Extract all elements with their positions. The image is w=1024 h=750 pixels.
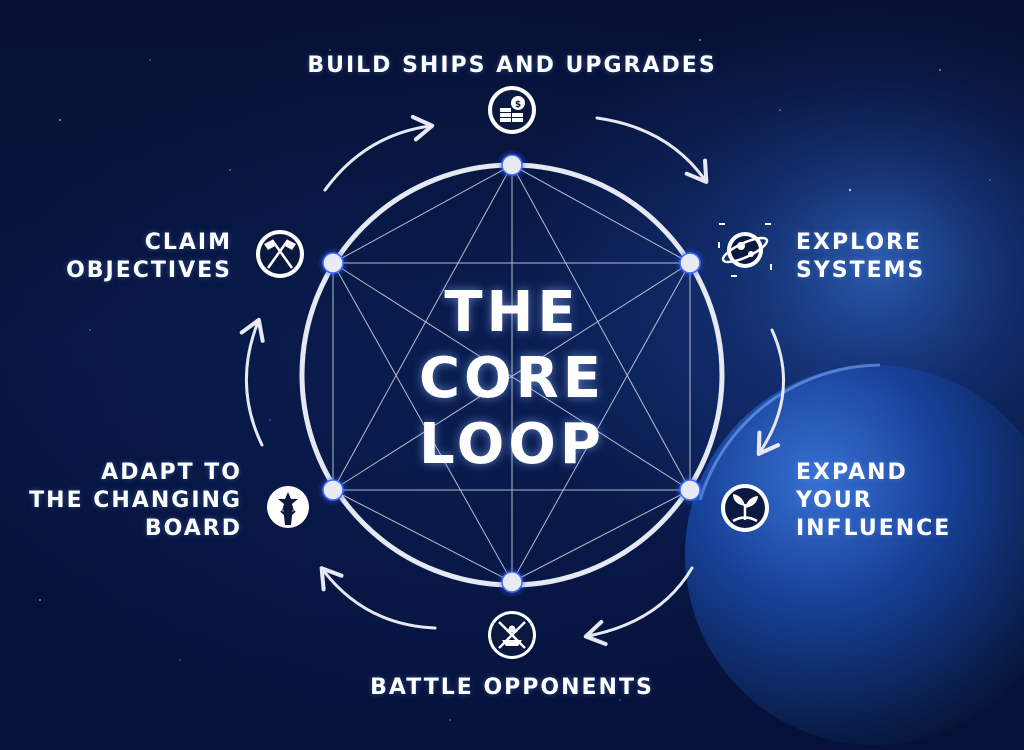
arrow-adapt-to-claim [239,317,265,447]
arrow-expand-to-battle [583,566,694,647]
arrow-explore-to-expand [756,328,786,456]
inner-web [332,164,691,583]
planet-icon [718,223,772,277]
step-battle-label: BATTLE OPPONENTS [312,674,712,702]
nebula-glow [660,60,1024,460]
sprout-icon [721,484,769,532]
step-adapt-line-3: BOARD [144,516,242,541]
planet [685,365,1024,745]
step-expand-line-2: YOUR [796,488,873,513]
planet-rim [698,363,881,501]
arrow-build-to-explore [595,116,709,184]
step-adapt-line-2: THE CHANGING [29,488,242,513]
step-explore-label: EXPLORE SYSTEMS [796,229,925,285]
step-claim-line-2: OBJECTIVES [66,258,232,283]
step-expand-line-3: INFLUENCE [796,516,952,541]
ring-nodes [317,149,706,598]
title-line-2: CORE [418,346,606,411]
step-explore-line-2: SYSTEMS [796,258,926,283]
step-claim-label: CLAIM OBJECTIVES [20,229,232,285]
title-line-3: LOOP [419,412,605,477]
faction-emblem-icon [267,486,309,528]
step-claim-line-1: CLAIM [144,230,232,255]
starfield [39,39,991,721]
crossed-swords-icon [488,611,536,659]
step-battle-text: BATTLE OPPONENTS [370,675,654,700]
step-build-text: BUILD SHIPS AND UPGRADES [307,53,717,78]
page-title: THE CORE LOOP [362,280,662,478]
step-adapt-label: ADAPT TO THE CHANGING BOARD [20,459,242,543]
step-explore-line-1: EXPLORE [796,230,923,255]
step-adapt-line-1: ADAPT TO [101,460,242,485]
title-line-1: THE [444,280,580,345]
crossed-flags-icon [256,230,304,278]
coins-icon: $ [488,86,536,134]
arrow-battle-to-adapt [319,566,437,630]
step-build-label: BUILD SHIPS AND UPGRADES [262,52,762,80]
step-expand-line-1: EXPAND [796,460,908,485]
svg-text:$: $ [515,100,521,110]
step-expand-label: EXPAND YOUR INFLUENCE [796,459,951,543]
loop-arrows [239,114,786,647]
arrow-claim-to-build [323,114,435,192]
